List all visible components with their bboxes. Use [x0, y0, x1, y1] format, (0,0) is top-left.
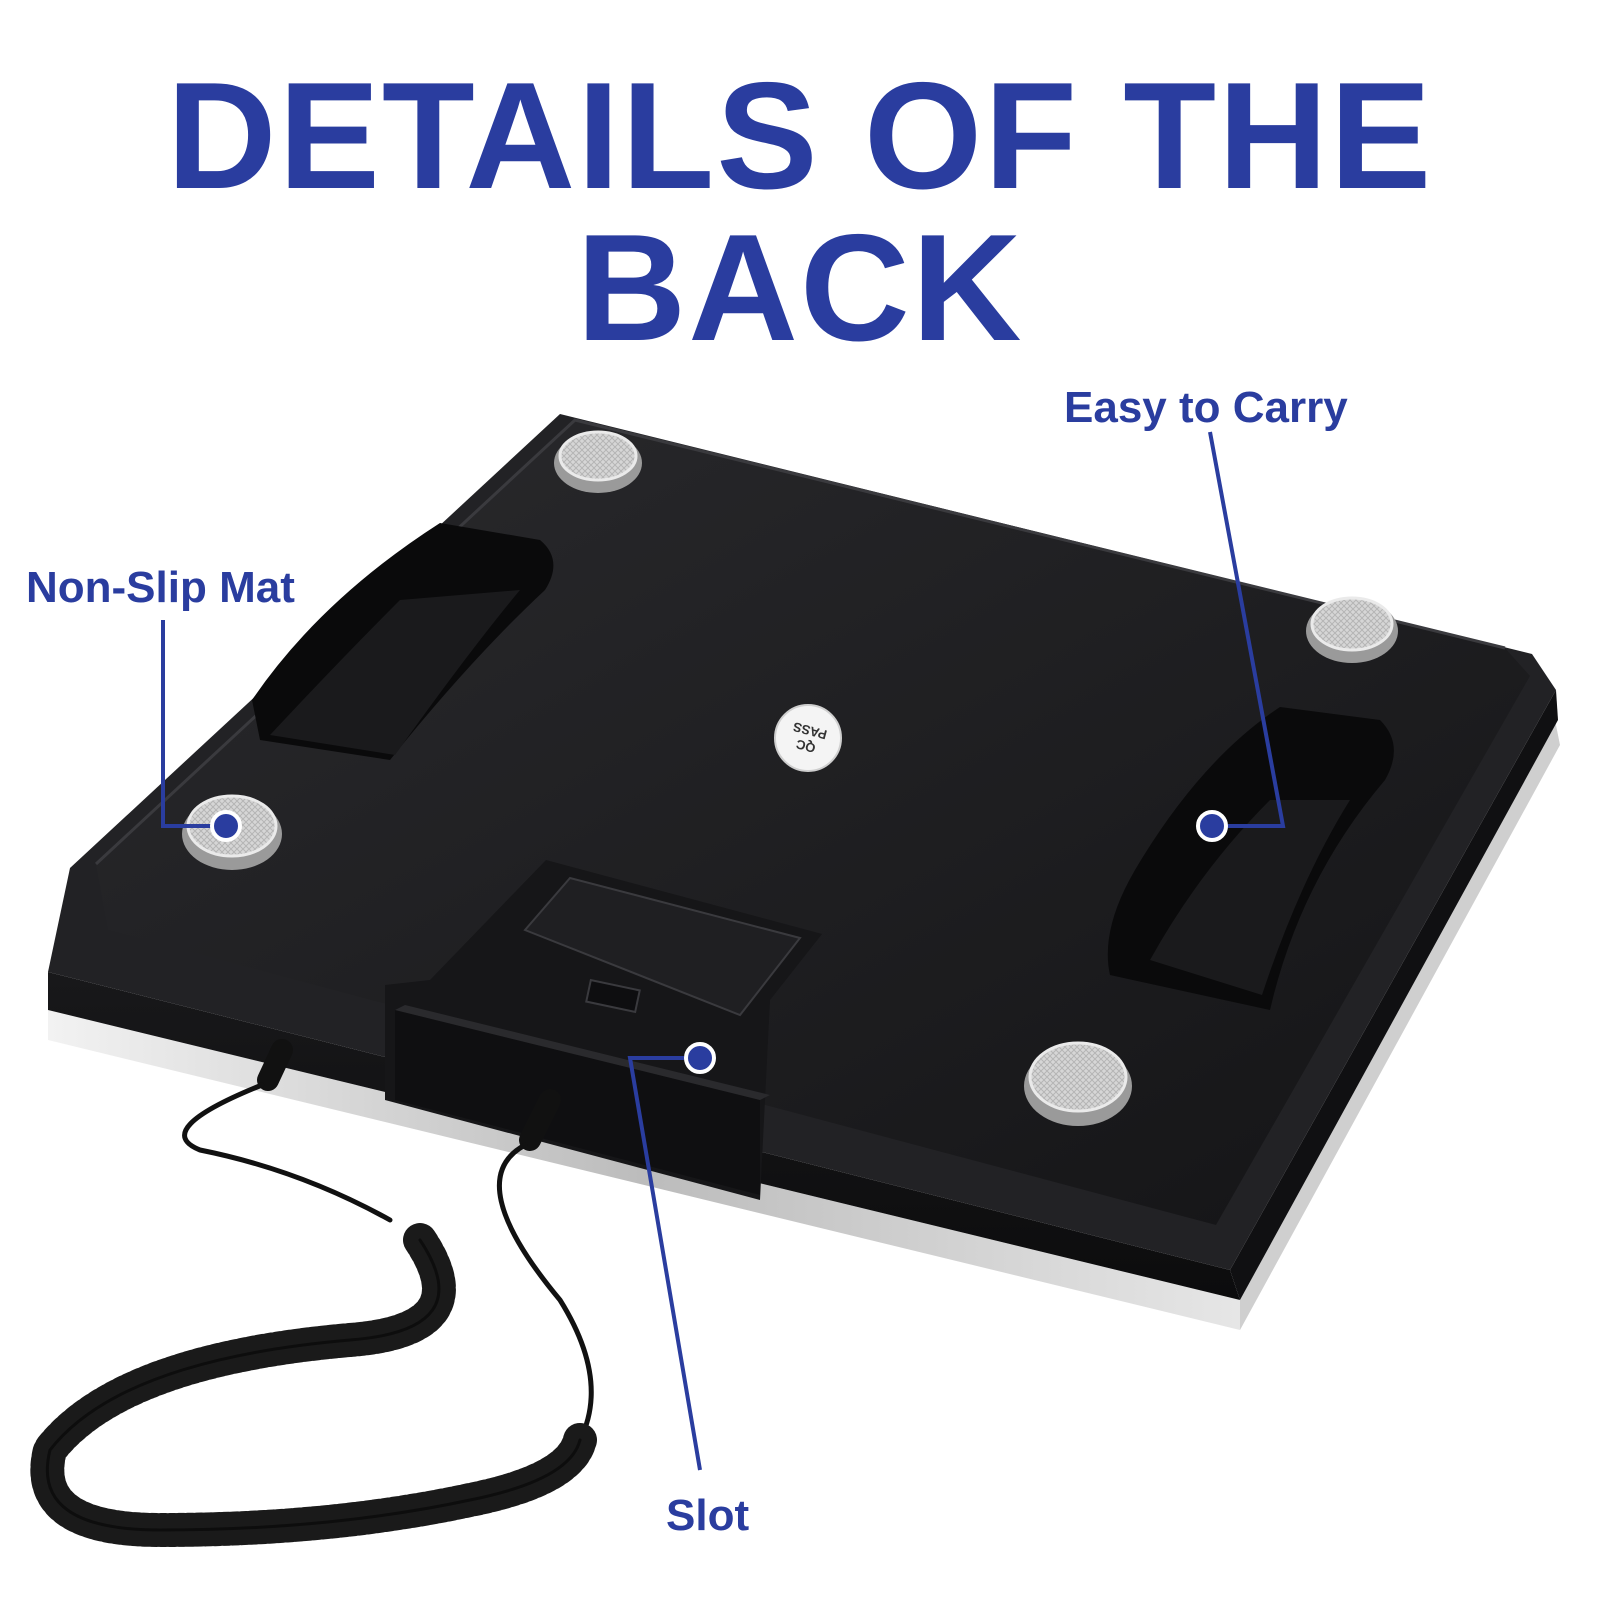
battery-compartment — [385, 860, 822, 1200]
foot-right — [1306, 596, 1398, 663]
callout-dots — [210, 810, 1228, 1074]
foot-bottom-right — [1024, 1041, 1132, 1126]
easy-to-carry-leader — [1208, 431, 1286, 828]
left-handle-recess — [252, 523, 554, 760]
headline: DETAILS OF THE BACK — [166, 51, 1434, 373]
non-slip-mat-leader — [161, 620, 226, 828]
callout-lines — [161, 431, 1286, 1471]
foot-bottom-left — [182, 794, 282, 870]
easy-to-carry-dot — [1196, 810, 1228, 842]
coiled-cable — [30, 1039, 597, 1548]
easy-to-carry-label: Easy to Carry — [1064, 383, 1348, 432]
qc-pass-sticker: QC PASS — [774, 704, 842, 772]
slot-dot — [684, 1042, 716, 1074]
slot-label: Slot — [666, 1491, 750, 1540]
rubber-feet — [182, 430, 1398, 1126]
non-slip-mat-label: Non-Slip Mat — [26, 563, 295, 612]
foot-top-left — [554, 430, 642, 493]
right-handle-recess — [1107, 707, 1394, 1010]
platform-edge — [48, 720, 1560, 1330]
non-slip-mat-dot — [210, 810, 242, 842]
slot-leader — [627, 1056, 702, 1471]
qc-sticker-line1: QC — [794, 736, 817, 756]
